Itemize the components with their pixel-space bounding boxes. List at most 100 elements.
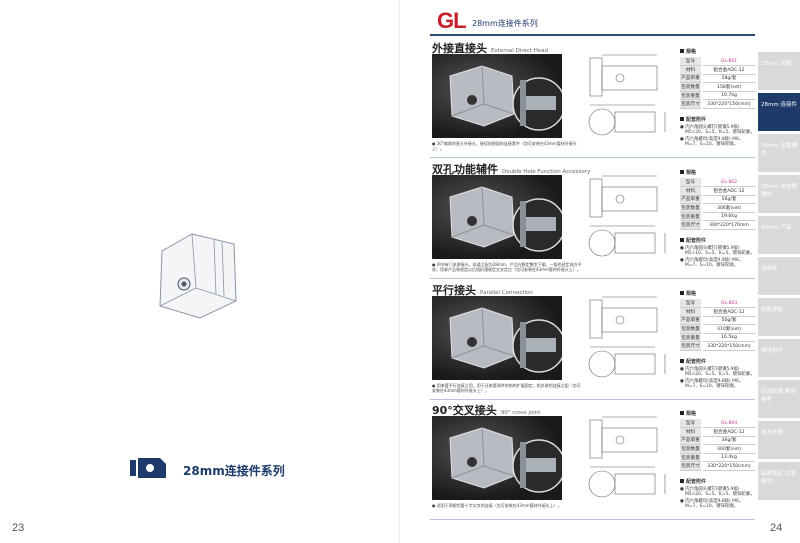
title-en: Double Hole Function Accessory: [502, 169, 591, 175]
product-section: 双孔功能辅件 Double Hole Function Accessory ● 四…: [430, 161, 755, 282]
section-divider: [430, 157, 755, 158]
title-en: Parallel Connection: [480, 290, 533, 296]
spec-value: 306套(set): [702, 203, 755, 213]
spec-key: 材料: [680, 307, 703, 317]
caption-text: 用来管平行连接之用，用于还来管两件的结构扩展固定，相关联的连接之组（包可安装在4…: [432, 383, 581, 393]
spec-row: 材料铝合金ADC-12: [680, 427, 755, 437]
title-en: External Direct Head: [491, 48, 549, 54]
spec-heading: 规格: [680, 410, 755, 417]
side-tab[interactable]: 新能源板: [758, 298, 800, 336]
accessory-item: ● 内六角圆头螺钉(镀镍5.9级) M5×20、S=5、K=5、镀锌轮廓。: [680, 125, 755, 136]
accessories: 配套附件 ● 内六角圆头螺钉(镀镍5.9级) M5×20、S=5、K=5、镀锌轮…: [680, 479, 755, 509]
spec-value: GL-801: [702, 57, 755, 67]
section-caption: ● 四节有门关联接头，轨道之配为28mm，产品在稳定整型下能，一般也经定成方平原…: [432, 262, 582, 272]
spec-value: GL-803: [702, 299, 755, 309]
spec-key: 包装尺寸: [680, 99, 703, 110]
technical-drawing: [588, 175, 666, 257]
spec-key: 包装数量: [680, 82, 703, 92]
caption-text: 适用于两根铝管十字交叉的连接（包可安装在43mm管材外接头上）。: [436, 503, 562, 508]
spec-key: 包装数量: [680, 324, 703, 334]
spec-row: 材料铝合金ADC-12: [680, 65, 755, 75]
spec-value: 13.4kg: [702, 453, 755, 463]
accessory-text: 内六角圆头螺钉(镀镍5.9级) M5×20、S=5、K=5、镀锌轮廓。: [685, 125, 755, 136]
spec-value: 19.6kg: [702, 212, 755, 222]
side-tab[interactable]: 模块组件: [758, 339, 800, 377]
spec-key: 包装尺寸: [680, 461, 703, 472]
spec-key: 产品单重: [680, 436, 703, 446]
section-divider: [430, 278, 755, 279]
spec-key: 包装重量: [680, 91, 703, 101]
spec-value: GL-804: [702, 419, 755, 429]
side-tab[interactable]: 28mm 金属辅件: [758, 134, 800, 172]
section-caption: ● 用来管平行连接之用，用于还来管两件的结构扩展固定，相关联的连接之组（包可安装…: [432, 383, 581, 393]
spec-key: 型号: [680, 419, 703, 429]
spec-value: 56g/套: [702, 195, 755, 205]
spec-row: 材料铝合金ADC-12: [680, 307, 755, 317]
spec-key: 包装尺寸: [680, 220, 703, 231]
technical-drawing: [588, 296, 666, 378]
accessory-item: ● 内六角螺母(高度9.8级) M6、M=7、S=10、镀锌轮廓。: [680, 257, 744, 268]
spec-value: 330*220*150(mm): [702, 99, 755, 110]
spec-key: 型号: [680, 178, 703, 188]
side-tab[interactable]: 应用效果 案例参考: [758, 380, 800, 418]
side-tab[interactable]: 品质规定 注意事项: [758, 462, 800, 500]
side-tab[interactable]: 28mm 铝管: [758, 52, 800, 90]
page-number: 24: [770, 522, 783, 534]
side-tab[interactable]: 28mm 连接件: [758, 93, 800, 131]
section-divider: [430, 519, 755, 520]
section-title: 双孔功能辅件 Double Hole Function Accessory: [432, 161, 590, 177]
spec-value: 310套(set): [702, 324, 755, 334]
accessories: 配套附件 ● 内六角圆头螺钉(镀镍5.9级) M5×20、S=5、K=5、镀锌轮…: [680, 117, 755, 147]
accessory-text: 内六角圆头螺钉(镀镍5.9级) M5×16、S=5、K=5、镀锌轮廓。: [685, 246, 755, 257]
spec-key: 材料: [680, 65, 703, 75]
side-tab[interactable]: 43mm 产品: [758, 216, 800, 254]
technical-drawing: [588, 416, 666, 498]
section-caption: ● 30°缩角的直头外接头，接续较稳固的连接套件（包可安装在43mm管材外接头上…: [432, 141, 577, 151]
title-cn: 双孔功能辅件: [432, 163, 498, 176]
spec-value: 36g/套: [702, 436, 755, 446]
side-tab[interactable]: 流利条: [758, 257, 800, 295]
connector-line-drawing: [159, 233, 237, 319]
spec-value: 铝合金ADC-12: [702, 186, 755, 196]
spec-key: 包装数量: [680, 444, 703, 454]
side-tab[interactable]: 技术参数: [758, 421, 800, 459]
caption-text: 四节有门关联接头，轨道之配为28mm，产品在稳定整型下能，一般也经定成方平原，用…: [432, 262, 582, 272]
section-caption: ● 适用于两根铝管十字交叉的连接（包可安装在43mm管材外接头上）。: [432, 503, 562, 508]
product-photo: [432, 416, 562, 500]
spec-key: 型号: [680, 299, 703, 309]
accessory-item: ● 内六角螺母(高度9.8级) M6、M=7、S=10、镀锌轮廓。: [680, 378, 744, 389]
header-divider: [430, 34, 755, 36]
spec-key: 包装尺寸: [680, 341, 703, 352]
spec-key: 产品单重: [680, 316, 703, 326]
brand-logo: GL: [437, 8, 467, 33]
spec-value: 300*220*170mm: [702, 220, 755, 231]
side-tab[interactable]: 28mm 非金属辅件: [758, 175, 800, 213]
section-divider: [430, 399, 755, 400]
series-subtitle: 28mm连接件系列: [472, 19, 538, 28]
product-photo: [432, 175, 562, 259]
spec-heading: 规格: [680, 169, 755, 176]
accessory-text: 内六角螺母(高度9.8级) M6、M=7、S=10、镀锌轮廓。: [685, 257, 744, 268]
spec-key: 包装重量: [680, 212, 703, 222]
spec-value: GL-802: [702, 178, 755, 188]
